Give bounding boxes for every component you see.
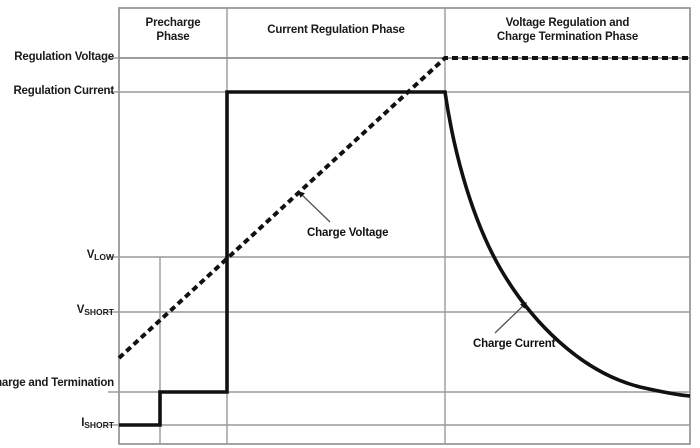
axis-label-text: Precharge and Termination [0, 377, 114, 389]
phase-label-line2: Charge Termination Phase [496, 31, 639, 44]
axis-label-text: I [81, 417, 85, 429]
phase-label-line1: Voltage Regulation and [505, 17, 630, 29]
plot-border [118, 7, 691, 445]
axis-label-regulation-voltage: Regulation Voltage [14, 51, 114, 65]
axis-label-text: Regulation Current [13, 85, 114, 97]
axis-label-subscript: LOW [94, 251, 114, 262]
axis-label-text: Regulation Voltage [14, 51, 114, 63]
phase-label-precharge: Precharge Phase [119, 16, 227, 44]
axis-label-v-low: VLOW [87, 249, 114, 263]
phase-label-line1: Precharge [145, 17, 201, 29]
annotation-charge-current: Charge Current [473, 338, 555, 350]
annotation-label: Charge Voltage [307, 227, 389, 239]
charge-current-leader-line [494, 302, 527, 334]
phase-dividers [159, 8, 446, 444]
horizontal-gridlines [119, 57, 690, 426]
annotation-charge-voltage: Charge Voltage [307, 227, 389, 239]
phase-label-current-regulation: Current Regulation Phase [227, 23, 445, 37]
charge-current-curve [119, 90, 691, 427]
axis-label-text: V [86, 249, 95, 261]
axis-label-i-short: ISHORT [81, 417, 114, 431]
charge-voltage-leader-line [298, 191, 331, 223]
axis-label-regulation-current: Regulation Current [13, 85, 114, 99]
y-axis-ticks [108, 57, 119, 426]
axis-label-precharge-and-termination: Precharge and Termination [0, 377, 114, 391]
phase-label-line2: Phase [156, 31, 190, 44]
phase-label-voltage-regulation: Voltage Regulation and Charge Terminatio… [445, 16, 690, 44]
axis-label-subscript: SHORT [84, 419, 114, 430]
charge-voltage-curve [117, 56, 690, 360]
axis-label-subscript: SHORT [84, 306, 114, 317]
axis-label-text: V [76, 304, 85, 316]
axis-label-v-short: VSHORT [77, 304, 114, 318]
annotation-label: Charge Current [473, 338, 556, 350]
phase-label-line1: Current Regulation Phase [267, 24, 405, 36]
